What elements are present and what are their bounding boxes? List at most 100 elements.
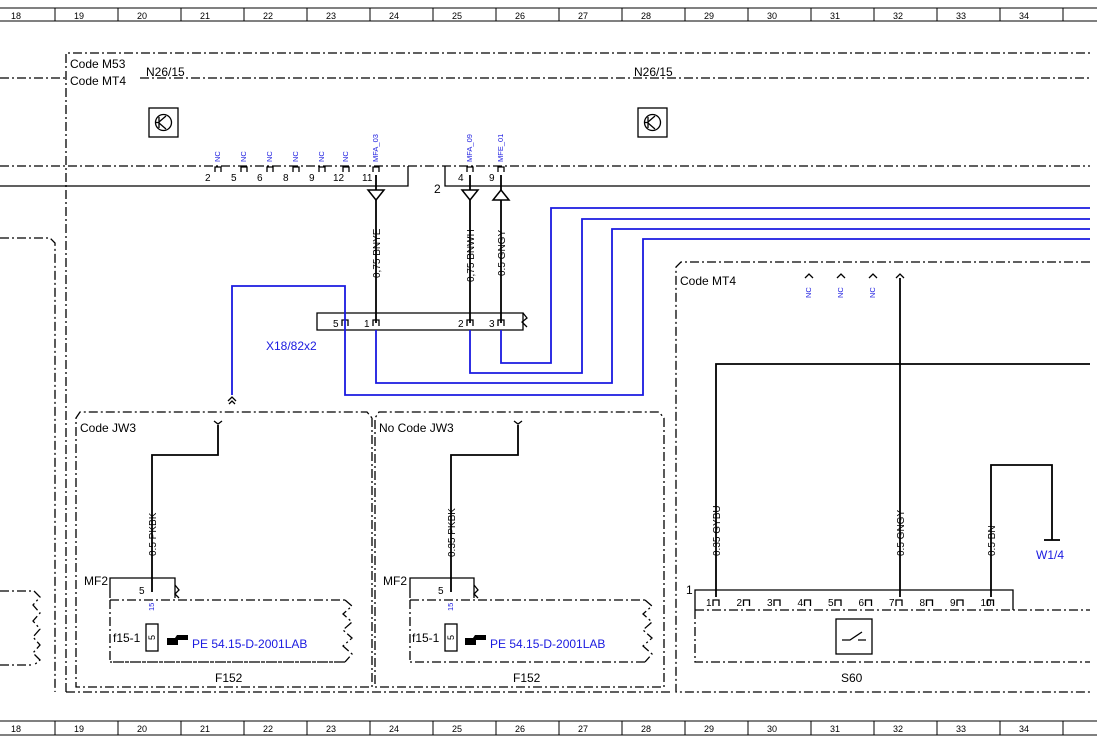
code-m53-label: Code M53 [70,57,126,71]
ruler-column-label: 19 [74,11,84,21]
ruler-column-label: 22 [263,724,273,734]
w1-4-label[interactable]: W1/4 [1036,548,1064,562]
pin-tab [868,273,878,279]
ruler-column-label: 29 [704,11,714,21]
fuse-value-right: 5 [446,635,456,640]
wire-label-pkbk-left: 0.5 PKBK [148,512,159,556]
ruler-column-label: 23 [326,11,336,21]
ruler-column-label: 26 [515,11,525,21]
ruler-column-label: 25 [452,724,462,734]
pin-number: 9 [309,173,315,184]
reference-link-left[interactable]: PE 54.15-D-2001LAB [192,637,307,651]
pin-signal-label: NC [291,151,300,162]
pin-signal-label: NC [213,151,222,162]
pin-tab [803,599,812,606]
f152-box-right [409,599,653,663]
pin-number: 2 [205,173,211,184]
pin-tab [742,599,751,606]
ruler-column-label: 28 [641,11,651,21]
module-strip-bottom-left [0,166,409,187]
reference-link-right[interactable]: PE 54.15-D-2001LAB [490,637,605,651]
pin-tab [318,166,326,172]
wire-break-marks [213,396,523,425]
pin-number: 11 [362,173,373,184]
pin-tab [773,599,781,606]
ruler-column-label: 33 [956,724,966,734]
ruler-column-label: 20 [137,724,147,734]
ruler-column-label: 23 [326,724,336,734]
pin-signal-label: MFA_03 [371,134,380,162]
pointing-hand-icon-left [167,635,188,645]
frame-code-jw3 [75,411,373,688]
fuse-rating-right: 15 [446,603,455,611]
ruler-column-label: 18 [11,11,21,21]
wire-label-bnwh: 0,75 BNWH [466,229,477,282]
wire-gybu [715,363,1090,597]
pin-signal-label: NC [341,151,350,162]
pin-tab [240,166,248,172]
frame-code-m53 [65,52,1090,692]
pin-signal-label: MFE_01 [496,134,505,162]
s60-label-1: 1 [686,583,693,597]
pin-signal-label: NC [317,151,326,162]
connector-x18-label: X18/82x2 [266,339,317,353]
pin-signal-label: MFA_09 [465,134,474,162]
pin-number: 9 [950,598,956,609]
s60-switch [694,589,1090,663]
pin-tab [342,166,350,172]
f152-box-left [109,599,353,663]
fuse-label-right: f15-1 [412,631,440,645]
f152-pin-left: 5 [139,586,145,597]
ruler-column-label: 33 [956,11,966,21]
s60-label: S60 [841,671,863,685]
frame-no-code-jw3 [374,411,665,688]
wire-label-gybu: 0.35 GYBU [712,505,723,556]
pin-number: 12 [333,173,345,184]
ruler-column-label: 32 [893,724,903,734]
pin-number: 1 [364,319,370,330]
ruler-column-label: 21 [200,724,210,734]
ruler-column-label: 25 [452,11,462,21]
module-strip-bottom-right [444,166,1090,187]
code-mt4-label: Code MT4 [70,74,126,88]
pin-tab [986,599,995,606]
blue-wires [231,207,1090,396]
f152-pin-right: 5 [438,586,444,597]
transistor-icon-left [148,107,179,138]
pin-number: 5 [333,319,339,330]
pointing-hand-icon-right [465,635,486,645]
pin-number: 5 [828,598,834,609]
n26-label-right: N26/15 [634,65,673,79]
wire-label-pkbk-right: 0.35 PKBK [447,508,458,557]
no-code-jw3-label: No Code JW3 [379,421,454,435]
fuse-value-left: 5 [147,635,157,640]
wire-bnye [366,175,386,323]
ruler-column-label: 27 [578,724,588,734]
code-jw3-label: Code JW3 [80,421,136,435]
pin-number: 4 [458,173,464,184]
ruler-column-label: 27 [578,11,588,21]
pin-number: 7 [889,598,895,609]
ruler-column-label: 22 [263,11,273,21]
ruler-column-label: 30 [767,11,777,21]
pin-signal-label: NC [868,287,877,298]
mf2-label-left: MF2 [84,574,108,588]
fuse-label-left: f15-1 [113,631,141,645]
pin-signal-label: NC [239,151,248,162]
pin-tab [266,166,274,172]
wire-label-bn: 0.5 BN [987,525,998,556]
fuse-rating-left: 15 [147,603,156,611]
pin-number: 9 [489,173,495,184]
pin-signal-label: NC [804,287,813,298]
pin-number: 6 [257,173,263,184]
pin-tab [956,599,964,606]
ruler-column-label: 29 [704,724,714,734]
pin-tab [712,599,720,606]
pin-number: 8 [920,598,926,609]
